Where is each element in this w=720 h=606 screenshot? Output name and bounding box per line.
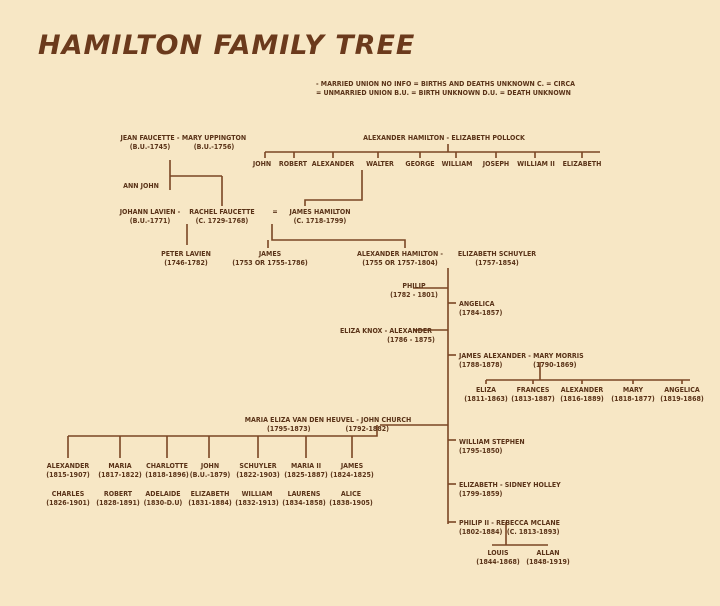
person-dates: (1782 - 1801) — [390, 291, 438, 299]
sibling-elizabeth: ELIZABETH — [562, 160, 602, 168]
person-dates: (1755 OR 1757-1804) — [362, 259, 438, 267]
person-name: JAMES HAMILTON — [289, 208, 351, 216]
sibling-john: JOHN — [252, 160, 272, 168]
person-dates: (B.U.-1771) — [129, 217, 171, 225]
ja-child: ANGELICA (1819-1868) — [660, 386, 704, 403]
person-john-church: MARIA ELIZA VAN DEN HEUVEL - JOHN CHURCH… — [245, 416, 411, 434]
person-dates: (1786 - 1875) — [387, 336, 435, 344]
person-name: JAMES ALEXANDER - MARY MORRIS — [459, 352, 584, 360]
person-name: PETER LAVIEN — [161, 250, 211, 258]
person-philip-ii: PHILIP II - REBECCA MCLANE (1802-1884) (… — [459, 519, 560, 537]
jc-child: ALEXANDER (1815-1907) — [46, 462, 90, 479]
jc-child: WILLIAM (1832-1913) — [235, 490, 279, 507]
person-johann-lavien: JOHANN LAVIEN - (B.U.-1771) — [120, 208, 181, 226]
person-dates: (1757-1854) — [475, 259, 519, 267]
person-name: WILLIAM STEPHEN — [459, 438, 525, 446]
jc-child: CHARLES (1826-1901) — [46, 490, 90, 507]
person-name: ALEXANDER HAMILTON - ELIZABETH POLLOCK — [363, 134, 525, 142]
person-dates: (1784-1857) — [459, 309, 503, 317]
jc-child: CHARLOTTE (1818-1896) — [145, 462, 189, 479]
person-mary-uppington: MARY UPPINGTON (B.U.-1756) — [182, 134, 246, 152]
jc-child: ADELAIDE (1830-D.U) — [143, 490, 183, 507]
jc-child: SCHUYLER (1822-1903) — [236, 462, 280, 479]
legend-line-2: = UNMARRIED UNION B.U. = BIRTH UNKNOWN D… — [316, 89, 571, 97]
person-dates: (B.U.-1756) — [193, 143, 235, 151]
person-alexander-hamilton: ALEXANDER HAMILTON - (1755 OR 1757-1804) — [357, 250, 443, 268]
person-name: MARY UPPINGTON — [181, 134, 247, 142]
ja-child: ALEXANDER (1816-1889) — [560, 386, 604, 403]
person-name: JOHANN LAVIEN - — [119, 208, 181, 216]
jc-child: LAURENS (1834-1858) — [282, 490, 326, 507]
ph-child: LOUIS (1844-1868) — [476, 549, 520, 566]
person-peter-lavien: PETER LAVIEN (1746-1782) — [161, 250, 211, 268]
legend-line-1: - MARRIED UNION NO INFO = BIRTHS AND DEA… — [316, 80, 575, 88]
person-ann-john: ANN JOHN — [123, 182, 159, 190]
person-rachel-faucette: RACHEL FAUCETTE (C. 1729-1768) — [189, 208, 254, 226]
person-name: JAMES — [258, 250, 282, 258]
person-name: RACHEL FAUCETTE — [189, 208, 255, 216]
person-philip: PHILIP (1782 - 1801) — [390, 282, 438, 300]
sibling-george: GEORGE — [405, 160, 435, 168]
person-alexander-hamilton-sr: ALEXANDER HAMILTON - ELIZABETH POLLOCK — [363, 134, 525, 143]
sibling-william-ii: WILLIAM II — [517, 160, 555, 168]
person-elizabeth-schuyler: ELIZABETH SCHUYLER (1757-1854) — [458, 250, 536, 268]
person-name: ELIZA KNOX - ALEXANDER — [340, 327, 432, 335]
person-jean-faucette: JEAN FAUCETTE - (B.U.-1745) — [120, 134, 179, 152]
person-name: PHILIP — [402, 282, 426, 290]
person-name: ELIZABETH - SIDNEY HOLLEY — [459, 481, 561, 489]
person-dates: (B.U.-1745) — [129, 143, 171, 151]
jc-child: JOHN (B.U.-1879) — [189, 462, 231, 479]
jc-child: ROBERT (1828-1891) — [96, 490, 140, 507]
ja-child: MARY (1818-1877) — [611, 386, 655, 403]
person-dates: (1795-1850) — [459, 447, 503, 455]
ja-child: FRANCES (1813-1887) — [511, 386, 555, 403]
ja-child: ELIZA (1811-1863) — [464, 386, 508, 403]
person-name: ALEXANDER HAMILTON - — [356, 250, 444, 258]
sibling-alexander: ALEXANDER — [311, 160, 355, 168]
jc-child: ELIZABETH (1831-1884) — [188, 490, 232, 507]
person-angelica: ANGELICA (1784-1857) — [459, 300, 502, 318]
sibling-joseph: JOSEPH — [482, 160, 510, 168]
sibling-william: WILLIAM — [441, 160, 473, 168]
person-james-alexander: JAMES ALEXANDER - MARY MORRIS (1788-1878… — [459, 352, 584, 370]
person-dates: (1753 OR 1755-1786) — [232, 259, 308, 267]
jc-child: MARIA II (1825-1887) — [284, 462, 328, 479]
jc-child: MARIA (1817-1822) — [98, 462, 142, 479]
person-dates: (1799-1859) — [459, 490, 503, 498]
person-dates: (1802-1884) (C. 1813-1893) — [459, 528, 560, 536]
person-dates: (1746-1782) — [164, 259, 208, 267]
ph-child: ALLAN (1848-1919) — [526, 549, 570, 566]
jc-child: JAMES (1824-1825) — [330, 462, 374, 479]
person-alexander-jr: ELIZA KNOX - ALEXANDER (1786 - 1875) — [337, 327, 435, 345]
person-william-stephen: WILLIAM STEPHEN (1795-1850) — [459, 438, 525, 456]
sibling-walter: WALTER — [366, 160, 394, 168]
person-name: PHILIP II - REBECCA MCLANE — [459, 519, 560, 527]
person-name: ANGELICA — [459, 300, 495, 308]
unmarried-union-symbol: = — [272, 208, 278, 216]
person-james: JAMES (1753 OR 1755-1786) — [232, 250, 308, 268]
person-name: MARIA ELIZA VAN DEN HEUVEL - JOHN CHURCH — [244, 416, 412, 424]
person-dates: (C. 1718-1799) — [293, 217, 347, 225]
jc-child: ALICE (1838-1905) — [329, 490, 373, 507]
page-title: HAMILTON FAMILY TREE — [38, 30, 416, 61]
person-dates: (1788-1878) (1790-1869) — [459, 361, 577, 369]
person-name: ELIZABETH SCHUYLER — [457, 250, 537, 258]
person-dates: (C. 1729-1768) — [195, 217, 249, 225]
person-james-hamilton: JAMES HAMILTON (C. 1718-1799) — [289, 208, 350, 226]
person-elizabeth-holley: ELIZABETH - SIDNEY HOLLEY (1799-1859) — [459, 481, 561, 499]
sibling-robert: ROBERT — [278, 160, 308, 168]
person-dates: (1795-1873) (1792-1882) — [267, 425, 389, 433]
person-name: JEAN FAUCETTE - — [120, 134, 180, 142]
